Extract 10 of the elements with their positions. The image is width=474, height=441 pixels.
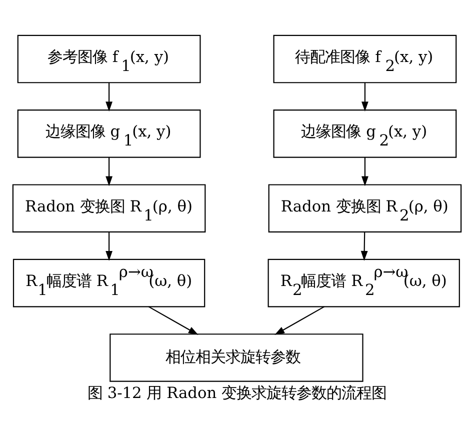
- arrow: [148, 306, 198, 334]
- arrow: [274, 306, 324, 334]
- arrow: [361, 82, 368, 111]
- arrow: [360, 232, 368, 260]
- arrow: [106, 82, 113, 111]
- node-box: 相位相关求旋转参数: [110, 333, 364, 382]
- arrow: [106, 156, 113, 186]
- arrow: [361, 156, 368, 186]
- arrow: [106, 232, 113, 260]
- caption: 图 3-12 用 Radon 变换求旋转参数的流程图: [87, 384, 387, 402]
